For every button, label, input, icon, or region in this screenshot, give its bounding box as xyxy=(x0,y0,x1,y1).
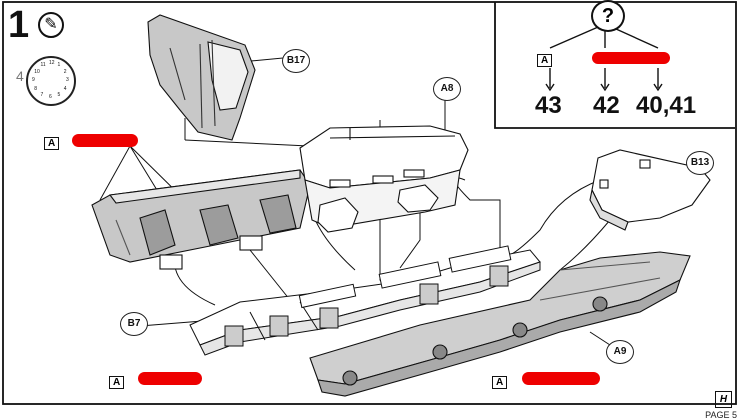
kit-code-group-1: A xyxy=(44,133,60,150)
brand-logo: H xyxy=(715,391,732,408)
panel-b17 xyxy=(147,14,256,141)
kit-code-a: A xyxy=(109,376,125,389)
redaction-mark xyxy=(72,134,138,147)
callout-b17: B17 xyxy=(282,49,310,73)
clock-numeral: 7 xyxy=(40,91,44,98)
kit-code-a: A xyxy=(492,376,508,389)
clock-numeral: 2 xyxy=(63,68,67,75)
clock-numeral: 6 xyxy=(49,94,52,100)
ref-page-m: 40,41 xyxy=(636,92,697,119)
clock-numeral: 5 xyxy=(57,91,61,98)
ref-code-a: A xyxy=(537,50,553,67)
kit-code-a: A xyxy=(44,137,60,150)
clock-numeral: 3 xyxy=(66,77,69,83)
kit-code-group-3: A xyxy=(492,372,508,389)
clock-numeral: 10 xyxy=(34,68,40,75)
frame-border xyxy=(2,1,737,405)
question-mark-icon: ? xyxy=(591,0,625,32)
redaction-mark xyxy=(522,372,600,385)
clock-numeral: 1 xyxy=(57,62,61,69)
glue-tube-icon: ✎ xyxy=(38,12,64,38)
hull-body-a8 xyxy=(299,125,469,233)
callout-b13: B13 xyxy=(686,151,714,175)
clock-numeral: 11 xyxy=(40,62,46,69)
rear-panel-b13 xyxy=(589,149,711,231)
floor-frame-b7 xyxy=(189,249,541,356)
track-parts xyxy=(298,245,512,309)
page-number: PAGE 5 xyxy=(705,410,737,420)
ref-page-e: 42 xyxy=(593,92,620,119)
ref-page-a: 43 xyxy=(535,92,562,119)
upper-wall-part xyxy=(91,169,311,270)
time-label: 4 xyxy=(16,68,24,84)
callout-b7: B7 xyxy=(120,312,148,336)
clock-numeral: 8 xyxy=(34,85,38,92)
clock-numeral: 12 xyxy=(49,60,55,66)
redaction-mark xyxy=(138,372,202,385)
kit-code-group-2: A xyxy=(109,372,125,389)
reference-box-border xyxy=(494,2,735,129)
redaction-mark xyxy=(592,52,670,64)
clock-numeral: 4 xyxy=(63,85,67,92)
clock-numeral: 9 xyxy=(32,77,35,83)
step-number: 1 xyxy=(8,4,30,46)
callout-a8: A8 xyxy=(433,77,461,101)
side-hull-a9 xyxy=(309,251,691,397)
callout-a9: A9 xyxy=(606,340,634,364)
